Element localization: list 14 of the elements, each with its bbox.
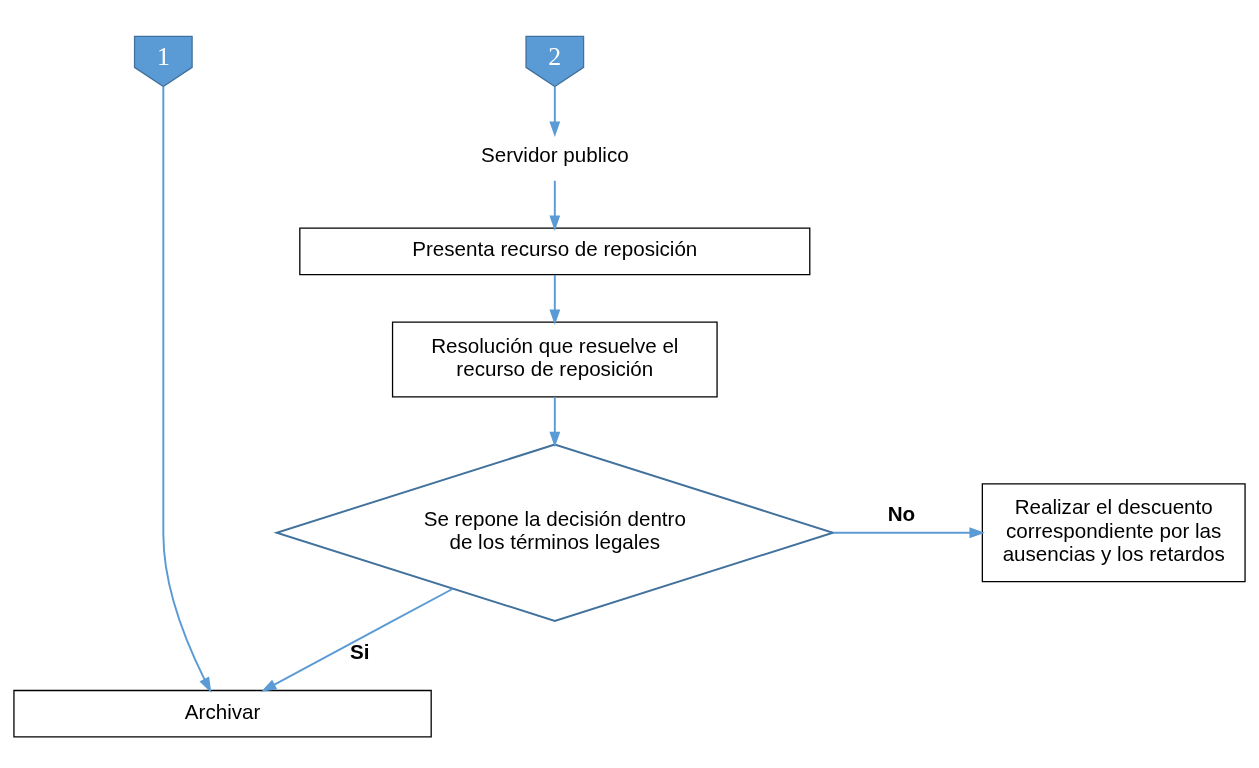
- node-text: Servidor publico: [480, 143, 629, 167]
- node-box: Realizar el descuento correspondiente por las ausencias y los retardos: [981, 483, 1246, 583]
- arrow: [162, 85, 212, 693]
- arrow: [549, 274, 561, 326]
- node-box: Resolución que resuelve el recurso de reposición: [391, 321, 718, 398]
- arrow: [549, 85, 561, 137]
- arrow: [549, 396, 561, 448]
- edge-label: Si: [350, 640, 370, 664]
- arrow: [549, 179, 561, 232]
- arrow: [832, 527, 985, 539]
- arrow: [261, 587, 454, 692]
- node-box: Presenta recurso de reposición: [299, 227, 811, 276]
- node-box: Archivar: [13, 689, 432, 738]
- edge-label: No: [887, 501, 916, 525]
